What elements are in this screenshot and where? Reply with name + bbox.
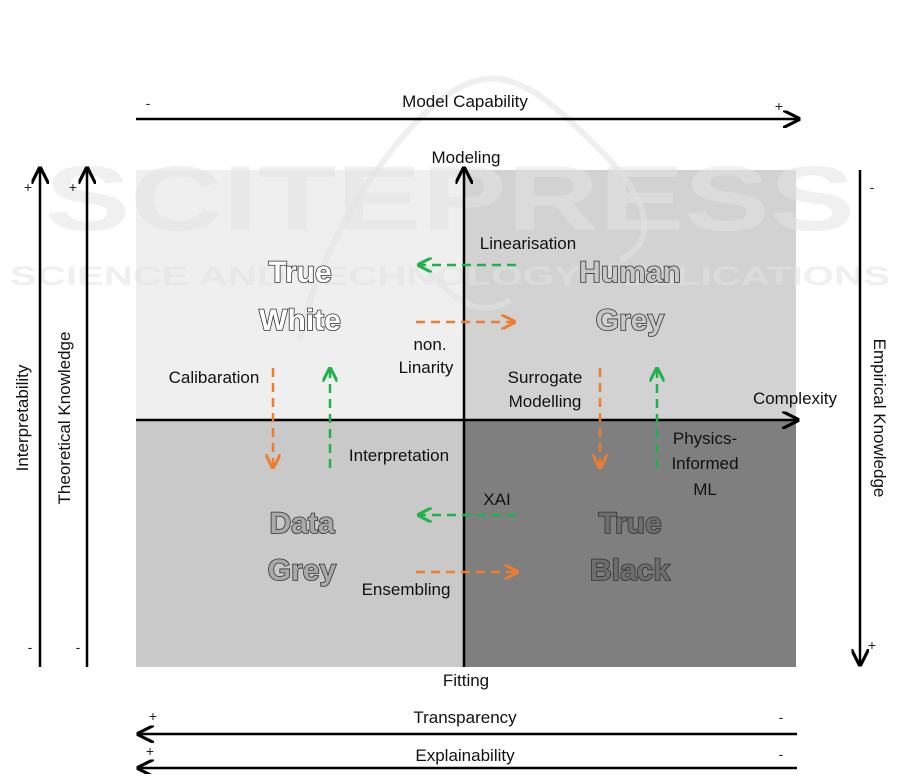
surrogate-label-1: Surrogate <box>508 368 583 387</box>
transparency-label: Transparency <box>413 708 517 727</box>
linearisation-label: Linearisation <box>480 234 576 253</box>
transparency-plus: + <box>149 708 157 724</box>
theoretical-knowledge-minus: - <box>76 639 81 655</box>
physics-label-2: Informed <box>671 454 738 473</box>
quadrant-human-grey <box>464 170 796 420</box>
interpretability-minus: - <box>28 639 33 655</box>
interpretability-label: Interpretability <box>13 364 32 471</box>
interpretation-label: Interpretation <box>349 446 449 465</box>
non-linarity-label-1: non. <box>413 335 446 354</box>
complexity-label: Complexity <box>753 389 838 408</box>
empirical-knowledge-plus: + <box>868 637 876 653</box>
theoretical-knowledge-label: Theoretical Knowledge <box>55 332 74 505</box>
calibaration-label: Calibaration <box>169 368 260 387</box>
empirical-knowledge-minus: - <box>870 179 875 195</box>
xai-label: XAI <box>483 490 510 509</box>
transparency-minus: - <box>779 709 784 725</box>
physics-label-3: ML <box>693 480 717 499</box>
true-white-line1: True <box>268 256 331 289</box>
modeling-label: Modeling <box>432 148 501 167</box>
non-linarity-label-2: Linarity <box>399 358 454 377</box>
explainability-plus: + <box>146 743 154 759</box>
data-grey-line2: Grey <box>268 554 337 587</box>
quadrant-data-grey <box>136 420 464 667</box>
data-grey-line1: Data <box>269 507 334 540</box>
human-grey-line2: Grey <box>596 304 665 337</box>
true-black-line1: True <box>598 507 661 540</box>
explainability-minus: - <box>779 746 784 762</box>
model-capability-plus: + <box>775 98 783 114</box>
true-black-line2: Black <box>590 554 670 587</box>
theoretical-knowledge-plus: + <box>69 179 77 195</box>
watermark-main: SCITEPRESS <box>45 148 855 250</box>
interpretability-plus: + <box>24 179 32 195</box>
human-grey-line1: Human <box>579 256 681 289</box>
true-white-line2: White <box>259 304 341 337</box>
ensembling-label: Ensembling <box>362 580 451 599</box>
surrogate-label-2: Modelling <box>509 392 582 411</box>
quadrant-true-black <box>464 420 796 667</box>
quadrant-true-white <box>136 170 464 420</box>
fitting-label: Fitting <box>443 671 489 690</box>
model-capability-label: Model Capability <box>402 92 528 111</box>
model-capability-minus: - <box>146 95 151 111</box>
explainability-label: Explainability <box>415 746 515 765</box>
empirical-knowledge-label: Empirical Knowledge <box>870 339 889 498</box>
physics-label-1: Physics- <box>673 429 737 448</box>
